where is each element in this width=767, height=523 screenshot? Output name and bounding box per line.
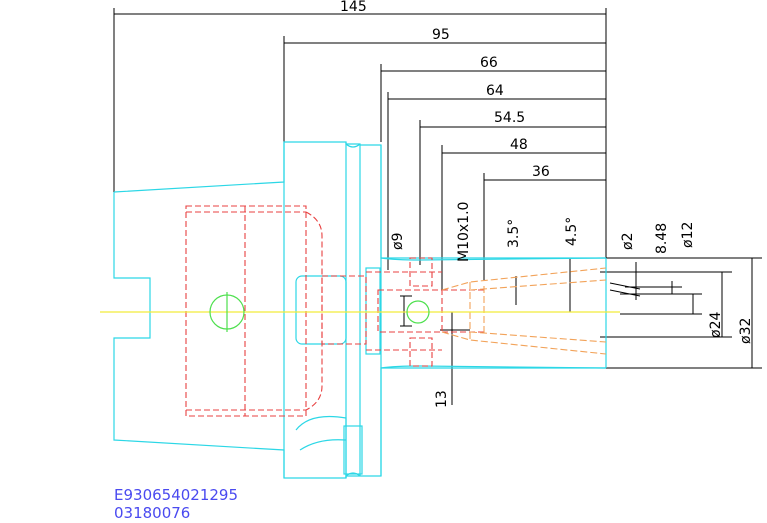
dim-dia-24: ø24	[708, 312, 724, 338]
pin-circle	[406, 300, 430, 324]
dim-dia-2: ø2	[620, 233, 636, 250]
dim-angle-3-5: 3.5°	[506, 219, 522, 248]
right-dimension-lines	[400, 257, 762, 405]
dim-dia-32: ø32	[738, 318, 754, 344]
holder-outline	[113, 141, 607, 479]
dim-54-5: 54.5	[494, 110, 525, 126]
dim-8-48: 8.48	[654, 223, 670, 254]
dim-dia-9: ø9	[390, 233, 406, 250]
part-number: 03180076	[114, 504, 190, 522]
collet-taper	[441, 267, 607, 355]
dim-145: 145	[340, 0, 367, 15]
hidden-lines	[185, 205, 484, 417]
dim-13: 13	[434, 390, 450, 408]
dim-64: 64	[486, 83, 504, 99]
dim-angle-4-5: 4.5°	[564, 217, 580, 246]
dim-thread: M10x1.0	[456, 202, 472, 262]
part-code: E930654021295	[114, 486, 238, 504]
dim-36: 36	[532, 164, 550, 180]
dim-66: 66	[480, 55, 498, 71]
dim-95: 95	[432, 27, 450, 43]
top-dimension-lines	[113, 8, 607, 292]
dim-dia-12: ø12	[680, 222, 696, 248]
dim-48: 48	[510, 137, 528, 153]
